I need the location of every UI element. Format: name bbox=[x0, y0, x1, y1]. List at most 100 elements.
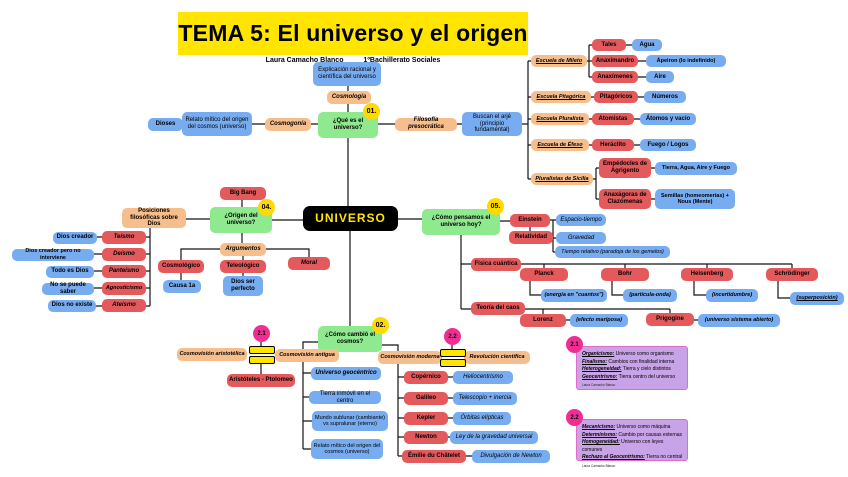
node-agua: Agua bbox=[632, 39, 662, 51]
node-relato-mitico-2: Relato mítico del origen del cosmos (uni… bbox=[311, 439, 383, 459]
node-apeiron: Ápeiron (lo indefinido) bbox=[646, 55, 726, 67]
title-banner: TEMA 5: El universo y el origen bbox=[178, 12, 528, 55]
node-prigogine: Prigogine bbox=[646, 313, 694, 326]
legend-footer: Laura Camacho Blanco bbox=[582, 383, 616, 387]
section-badge-01: 01. bbox=[363, 103, 380, 120]
node-posiciones-dios: Posiciones filosóficas sobre Dios bbox=[122, 208, 186, 228]
legend-text: Tierra y cielo distintos bbox=[621, 366, 671, 372]
node-bohr: Bohr bbox=[601, 268, 649, 281]
node-anaximenes: Anaxímenes bbox=[592, 71, 638, 83]
section-badge-02: 02. bbox=[372, 317, 389, 334]
legend-term: Determinismo: bbox=[582, 431, 618, 438]
node-panteismo: Panteísmo bbox=[102, 265, 146, 278]
node-fuego-logos: Fuego / Logos bbox=[640, 139, 696, 151]
legend-line: Rechazo al Geocentrismo: Tierra no centr… bbox=[582, 454, 683, 462]
legend-term: Finalismo: bbox=[582, 358, 608, 365]
node-schrodinger: Schrödinger bbox=[766, 268, 818, 281]
section-badge-04: 04. bbox=[258, 199, 275, 216]
node-cosmologia: Cosmología bbox=[327, 91, 371, 104]
node-teoria-caos: Teoría del caos bbox=[471, 302, 525, 315]
node-no-se-puede-saber: No se puede saber bbox=[42, 282, 94, 295]
node-tierra-inmovil: Tierra inmóvil en el centro bbox=[309, 391, 381, 404]
node-atomistas: Atomistas bbox=[592, 113, 634, 125]
legend-ancient-worldview: Organicismo: Universo como organismo Fin… bbox=[576, 346, 688, 390]
node-escuela-efeso: Escuela de Éfeso bbox=[531, 139, 589, 151]
node-numeros: Números bbox=[644, 91, 686, 103]
node-ley-gravedad: Ley de la gravedad universal bbox=[450, 431, 538, 444]
node-copernico: Copérnico bbox=[404, 371, 448, 384]
node-dios-ser-perfecto: Dios ser perfecto bbox=[223, 276, 263, 296]
node-heliocentrismo: Heliocentrismo bbox=[453, 371, 513, 384]
node-como-cambio: ¿Cómo cambió el cosmos? bbox=[318, 326, 382, 352]
node-tales: Tales bbox=[592, 39, 626, 51]
legend-term: Homogeneidad: bbox=[582, 439, 620, 445]
node-pitagoricos: Pitagóricos bbox=[594, 91, 638, 103]
map-badge-21: 2.1 bbox=[253, 325, 270, 342]
legend-text: Universo como organismo bbox=[614, 351, 674, 357]
node-empedocles: Empédocles de Agrigento bbox=[599, 158, 651, 178]
node-ateismo: Ateísmo bbox=[102, 299, 146, 312]
legend-badge-21: 2.1 bbox=[566, 336, 583, 353]
node-heisenberg: Heisenberg bbox=[681, 268, 733, 281]
node-argumento-teleologico: Teleológico bbox=[220, 260, 266, 273]
node-lorenz: Lorenz bbox=[520, 314, 566, 327]
node-relatividad: Relatividad bbox=[509, 231, 553, 244]
node-mundo-sublunar: Mundo sublunar (cambiante) vs supralunar… bbox=[312, 411, 388, 431]
legend-line: Determinismo: Cambio por causas externas bbox=[582, 432, 683, 440]
node-superposicion: (superposición) bbox=[790, 292, 844, 305]
node-todo-es-dios: Todo es Dios bbox=[46, 265, 94, 278]
node-aire: Aire bbox=[646, 71, 674, 83]
node-causa-primera: Causa 1a bbox=[163, 280, 201, 293]
node-atomos-vacio: Átomos y vacío bbox=[640, 113, 696, 125]
node-tierra-agua-aire-fuego: Tierra, Agua, Aire y Fuego bbox=[655, 162, 737, 175]
node-universo-sistema-abierto: (universo sistema abierto) bbox=[698, 314, 780, 327]
node-big-bang: Big Bang bbox=[220, 187, 266, 200]
legend-line: Organicismo: Universo como organismo bbox=[582, 351, 683, 359]
node-explicacion: Explicación racional y científica del un… bbox=[313, 62, 381, 86]
legend-term: Organicismo: bbox=[582, 351, 615, 357]
node-particula-onda: (partícula-onda) bbox=[623, 289, 677, 302]
node-argumento-cosmologico: Cosmológico bbox=[158, 260, 204, 273]
node-divulgacion-newton: Divulgación de Newton bbox=[472, 450, 550, 463]
legend-term: Heterogeneidad: bbox=[582, 366, 622, 372]
node-semillas-nous: Semillas (homeomerías) + Nous (Mente) bbox=[655, 189, 735, 209]
node-escuela-pitagorica: Escuela Pitagórica bbox=[531, 91, 591, 103]
legend-badge-22: 2.2 bbox=[566, 409, 583, 426]
node-anaxagoras: Anaxágoras de Clazómenas bbox=[599, 189, 651, 209]
node-cosmovision-antigua: Cosmovisión antigua bbox=[275, 349, 339, 362]
node-como-pensamos: ¿Cómo pensamos el universo hoy? bbox=[422, 209, 500, 235]
legend-term: Rechazo al Geocentrismo: bbox=[582, 454, 645, 460]
node-dios-no-existe: Dios no existe bbox=[48, 299, 96, 312]
equals-icon bbox=[440, 349, 466, 369]
node-efecto-mariposa: (efecto mariposa) bbox=[570, 314, 628, 327]
node-energia-cuantos: (energía en "cuantos") bbox=[541, 289, 607, 302]
course-name: 1ºBachillerato Sociales bbox=[363, 57, 441, 64]
node-einstein: Einstein bbox=[510, 214, 550, 227]
node-pluralistas-sicilia: Pluralistas de Sicilia bbox=[531, 173, 593, 185]
node-dios-creador: Dios creador bbox=[53, 231, 97, 244]
legend-line: Geocentrismo: Tierra centro del universo bbox=[582, 374, 683, 382]
node-anaximandro: Anaximandro bbox=[592, 55, 638, 67]
page-title: TEMA 5: El universo y el origen bbox=[178, 20, 528, 46]
node-aristoteles-ptolomeo: Aristóteles - Ptolomeo bbox=[227, 374, 295, 387]
node-universo: UNIVERSO bbox=[303, 206, 398, 231]
node-escuela-mileto: Escuela de Mileto bbox=[531, 55, 587, 67]
legend-text: Universo con leyes comunes bbox=[582, 439, 664, 453]
node-cosmovision-moderna: Cosmovisión moderna bbox=[378, 351, 442, 364]
node-orbitas-elipticas: Órbitas elípticas bbox=[453, 412, 511, 425]
node-fisica-cuantica: Física cuántica bbox=[471, 258, 521, 271]
node-argumentos: Argumentos bbox=[220, 243, 266, 256]
node-planck: Planck bbox=[520, 268, 568, 281]
node-deismo: Deísmo bbox=[102, 248, 146, 261]
legend-line: Mecanicismo: Universo como máquina bbox=[582, 424, 683, 432]
legend-line: Heterogeneidad: Tierra y cielo distintos bbox=[582, 366, 683, 374]
node-espacio-tiempo: Espacio-tiempo bbox=[556, 214, 606, 226]
node-escuela-pluralista: Escuela Pluralista bbox=[531, 113, 589, 125]
node-heraclito: Heráclito bbox=[592, 139, 634, 151]
node-buscan-arje: Buscan el arjé (principio fundamental) bbox=[462, 112, 522, 136]
node-cosmovision-aristotelica: Cosmovisión aristotélica bbox=[177, 348, 247, 361]
node-dioses: Dioses bbox=[148, 117, 183, 131]
node-cosmogonia: Cosmogonía bbox=[265, 117, 311, 131]
legend-text: Tierra no central bbox=[644, 454, 683, 460]
